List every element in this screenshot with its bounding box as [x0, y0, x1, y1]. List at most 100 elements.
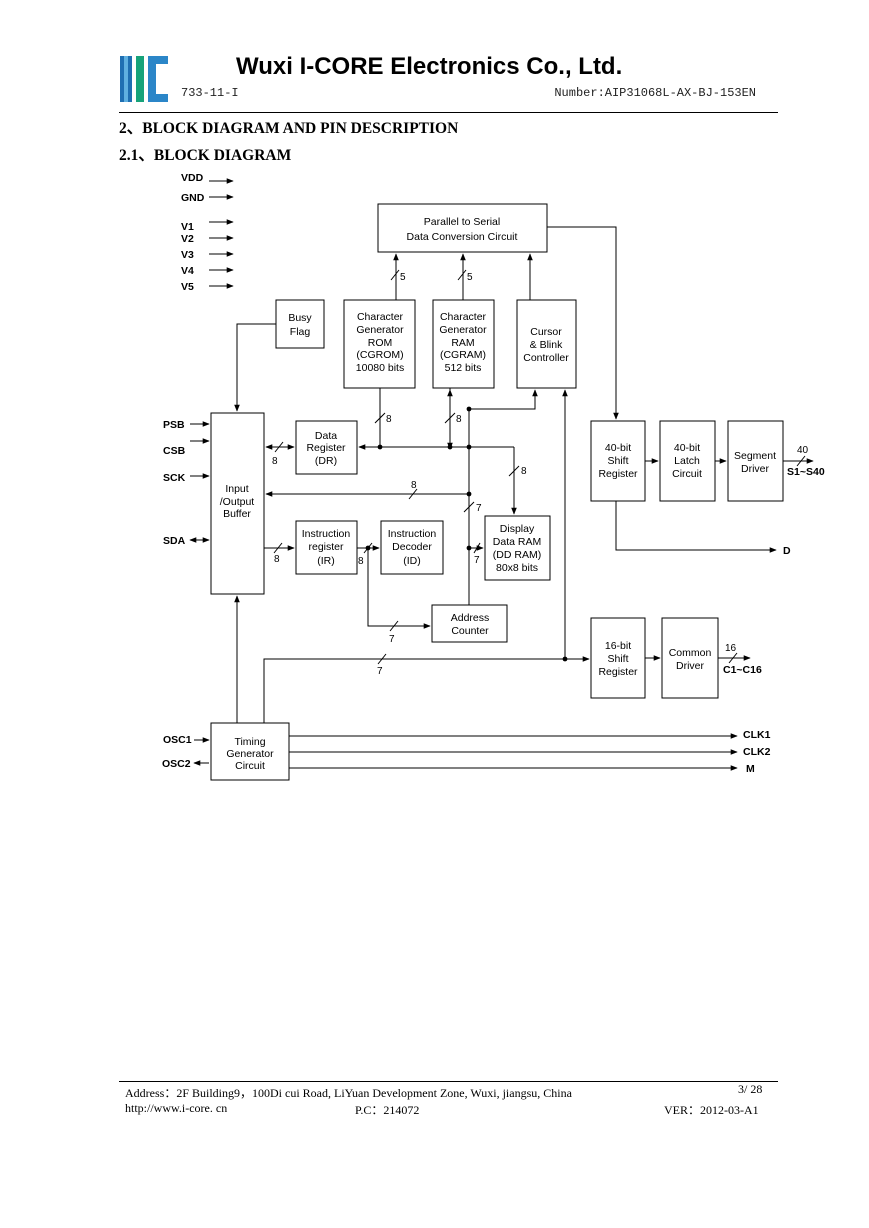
bus-width-io-ir: 8: [274, 554, 280, 565]
timing-label-1: Timing: [234, 736, 265, 748]
pin-vdd: VDD: [181, 172, 204, 184]
latch40-label-2: Latch: [674, 455, 700, 467]
cgrom-label-2: Generator: [356, 324, 404, 336]
pin-v3: V3: [181, 249, 194, 261]
bus-width-dr-io: 8: [272, 456, 278, 467]
bus-width-seg: 40: [797, 445, 809, 456]
ac-label-1: Address: [451, 612, 490, 624]
cgrom-label-4: (CGROM): [356, 349, 403, 361]
section-heading: 2、BLOCK DIAGRAM AND PIN DESCRIPTION: [119, 120, 459, 137]
bus-width-io: 8: [411, 480, 417, 491]
id-label-2: Decoder: [392, 541, 432, 553]
busy-label-1: Busy: [288, 312, 312, 324]
bus-width-ac: 7: [476, 503, 482, 514]
pin-v5: V5: [181, 281, 194, 293]
pin-psb: PSB: [163, 419, 185, 431]
data-register-block: [295, 420, 358, 475]
section-subheading: 2.1、BLOCK DIAGRAM: [119, 147, 292, 164]
pin-sda: SDA: [163, 535, 186, 547]
p2s-block: [377, 203, 548, 253]
ir-label-2: register: [308, 541, 344, 553]
bus-width-cgrom: 8: [386, 414, 392, 425]
bus-width-ir-id: 8: [358, 556, 364, 567]
pin-v2: V2: [181, 233, 194, 245]
p2s-label-1: Parallel to Serial: [424, 216, 500, 228]
instruction-decoder-block: [380, 520, 444, 575]
dr-label-1: Data: [315, 430, 337, 442]
pin-sck: SCK: [163, 472, 186, 484]
dr-label-2: Register: [306, 442, 346, 454]
pin-seg-out: S1~S40: [787, 466, 825, 478]
bus-width-com: 16: [725, 643, 737, 654]
shift40-label-2: Shift: [607, 455, 628, 467]
pin-gnd: GND: [181, 192, 205, 204]
pin-csb: CSB: [163, 445, 186, 457]
pin-m: M: [746, 763, 755, 775]
footer-page: 3/ 28: [738, 1082, 763, 1096]
id-label-1: Instruction: [388, 528, 437, 540]
pin-osc1: OSC1: [163, 734, 192, 746]
pin-clk2: CLK2: [743, 746, 771, 758]
bus-width-id-ddram: 7: [474, 555, 480, 566]
header-rule: [119, 112, 778, 113]
cgram-label-2: Generator: [439, 324, 487, 336]
footer-rule: [119, 1081, 778, 1082]
dr-label-3: (DR): [315, 455, 337, 467]
io-label-3: Buffer: [223, 508, 251, 520]
p2s-label-2: Data Conversion Circuit: [407, 231, 518, 243]
doc-number: Number:AIP31068L-AX-BJ-153EN: [554, 86, 756, 100]
ddram-label-2: Data RAM: [493, 536, 541, 548]
ir-label-3: (IR): [317, 555, 335, 567]
timing-label-3: Circuit: [235, 760, 265, 772]
pin-d: D: [783, 545, 791, 557]
ddram-label-3: (DD RAM): [493, 549, 541, 561]
timing-label-2: Generator: [226, 748, 274, 760]
shift40-label-3: Register: [598, 468, 638, 480]
latch40-label-3: Circuit: [672, 468, 702, 480]
comdrv-label-2: Driver: [676, 660, 705, 672]
cgrom-label-3: ROM: [368, 337, 393, 349]
io-label-2: /Output: [220, 496, 255, 508]
ac-label-2: Counter: [451, 625, 489, 637]
footer-url[interactable]: http://www.i-core. cn: [125, 1101, 228, 1115]
busy-label-2: Flag: [290, 326, 311, 338]
cursor-label-2: & Blink: [530, 339, 563, 351]
pin-osc2: OSC2: [162, 758, 191, 770]
io-buffer-block: [210, 412, 265, 595]
cgram-label-3: RAM: [451, 337, 474, 349]
bus-width-timing: 7: [377, 666, 383, 677]
comdrv-label-1: Common: [669, 647, 712, 659]
segdrv-label-1: Segment: [734, 450, 776, 462]
pin-clk1: CLK1: [743, 729, 771, 741]
cgram-label-5: 512 bits: [445, 362, 482, 374]
ddram-block: [484, 515, 551, 581]
footer-address: Address：2F Building9，100Di cui Road, LiY…: [125, 1086, 572, 1100]
cgrom-label-1: Character: [357, 311, 404, 323]
footer-postcode: P.C：214072: [355, 1103, 420, 1117]
bus-width-ac-in: 7: [389, 634, 395, 645]
ir-label-1: Instruction: [302, 528, 351, 540]
footer-version: VER：2012-03-A1: [664, 1103, 759, 1117]
cgram-label-4: (CGRAM): [440, 349, 486, 361]
company-name: Wuxi I-CORE Electronics Co., Ltd.: [236, 53, 623, 80]
ddram-label-4: 80x8 bits: [496, 562, 538, 574]
cgram-label-1: Character: [440, 311, 487, 323]
shift16-label-1: 16-bit: [605, 640, 631, 652]
shift40-label-1: 40-bit: [605, 442, 631, 454]
doc-code: 733-11-I: [181, 86, 239, 100]
shift16-label-2: Shift: [607, 653, 628, 665]
pin-v4: V4: [181, 265, 194, 277]
busy-flag-block: [275, 299, 325, 349]
shift16-label-3: Register: [598, 666, 638, 678]
latch40-label-1: 40-bit: [674, 442, 700, 454]
io-label-1: Input: [225, 483, 248, 495]
pin-v1: V1: [181, 221, 194, 233]
company-logo: [120, 54, 170, 104]
pin-com-out: C1~C16: [723, 664, 762, 676]
cgrom-label-5: 10080 bits: [356, 362, 404, 374]
cursor-block: [516, 299, 577, 389]
ddram-label-1: Display: [500, 523, 535, 535]
bus-width-cgram: 8: [456, 414, 462, 425]
cursor-label-3: Controller: [523, 352, 569, 364]
